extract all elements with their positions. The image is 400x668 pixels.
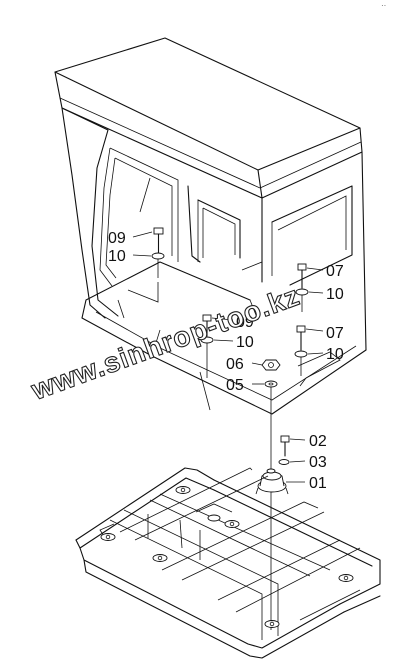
callout-10-upper: 10 xyxy=(326,286,344,303)
bolt-07-upper xyxy=(297,263,307,289)
callout-07-lower: 07 xyxy=(326,325,344,342)
callout-10-lower: 10 xyxy=(326,346,344,363)
callout-09-middle: 09 xyxy=(236,314,254,331)
callout-10-left: 10 xyxy=(108,248,126,265)
door-window xyxy=(197,199,241,259)
callout-09-left: 09 xyxy=(108,230,126,247)
cab-assembly xyxy=(54,37,367,415)
callout-01: 01 xyxy=(309,475,327,492)
corner-mark: ·· xyxy=(381,1,386,10)
callout-03: 03 xyxy=(309,454,327,471)
cab-fasteners xyxy=(151,227,309,388)
bolt-02 xyxy=(280,435,290,457)
bolt-07-lower xyxy=(296,325,306,351)
callout-07-upper: 07 xyxy=(326,263,344,280)
mount-holes xyxy=(100,486,354,628)
washer-10-left xyxy=(151,252,165,260)
cab-mount-parts xyxy=(255,435,290,630)
base-frame xyxy=(75,467,381,659)
washer-10-lower xyxy=(294,350,308,358)
bolt-09-middle xyxy=(202,314,212,337)
watermark: www.sinhrop-too.kz xyxy=(27,280,304,406)
washer-05 xyxy=(264,380,278,388)
cab-roof-top xyxy=(54,37,361,171)
front-window xyxy=(109,147,179,262)
leader-lines xyxy=(132,231,324,483)
nut-06 xyxy=(261,359,281,371)
callout-02: 02 xyxy=(309,433,327,450)
callout-numbers: 09 10 07 10 09 10 07 10 06 05 02 03 01 xyxy=(108,230,344,492)
callout-06: 06 xyxy=(226,356,244,373)
cab-floor xyxy=(81,317,367,415)
washer-03 xyxy=(278,459,290,465)
damper-mount-01 xyxy=(255,468,289,495)
callout-05: 05 xyxy=(226,377,244,394)
bolt-09-left xyxy=(153,227,164,255)
callout-10-middle: 10 xyxy=(236,334,254,351)
